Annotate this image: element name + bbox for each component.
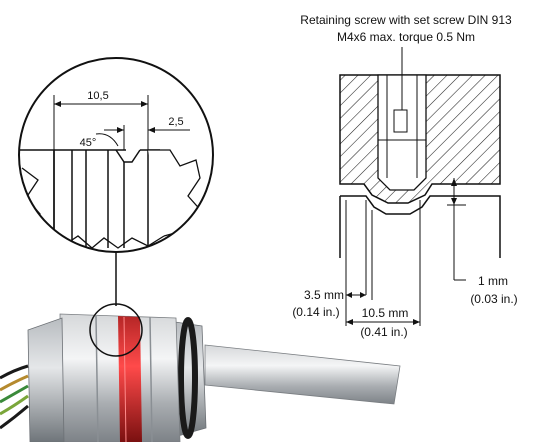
detail-magnifier (18, 57, 214, 253)
detail-dim-2-5-label: 2,5 (168, 116, 183, 128)
callout-text-line1: Retaining screw with set screw DIN 913 (300, 13, 512, 27)
detail-angle-label: 45° (80, 137, 97, 149)
dim-1-mm-label: 1 mm (478, 274, 508, 288)
dim-1-in-label: (0.03 in.) (470, 292, 517, 306)
dim-10-5-in-label: (0.41 in.) (360, 325, 407, 339)
dim-3-5-mm-label: 3.5 mm (304, 288, 344, 302)
callout-text-line2: M4x6 max. torque 0.5 Nm (337, 30, 475, 44)
groove-highlight-circle (89, 303, 143, 357)
detail-dim-10-5-label: 10,5 (87, 90, 108, 102)
sensor-product-image (0, 313, 401, 442)
dim-3-5-in-label: (0.14 in.) (292, 305, 339, 319)
cross-section-drawing (339, 66, 501, 326)
dim-10-5-mm-label: 10.5 mm (362, 306, 409, 320)
